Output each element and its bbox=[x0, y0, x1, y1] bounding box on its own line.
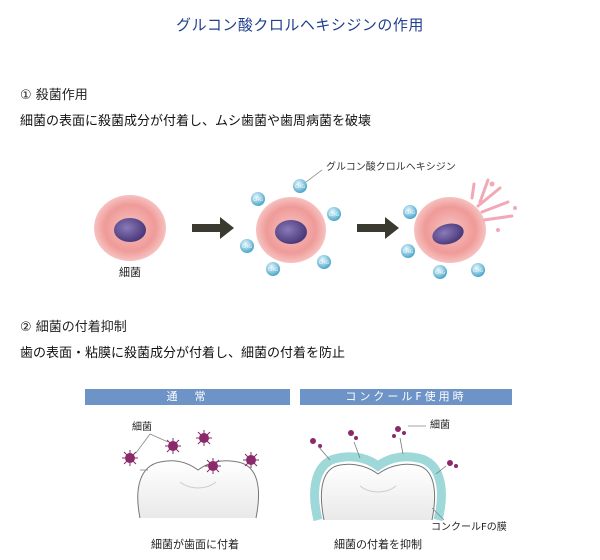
chg-molecule: CHG bbox=[403, 205, 417, 219]
svg-text:CHG: CHG bbox=[405, 210, 416, 216]
svg-text:CHG: CHG bbox=[295, 184, 306, 190]
page-title: グルコン酸クロルヘキシジンの作用 bbox=[176, 16, 424, 34]
svg-text:CHG: CHG bbox=[473, 268, 484, 274]
chg-molecule: CHG bbox=[251, 192, 265, 206]
chg-molecule: CHG bbox=[240, 239, 254, 253]
chg-molecule: CHG bbox=[471, 263, 485, 277]
svg-text:CHG: CHG bbox=[319, 260, 330, 266]
film-label: コンクールFの膜 bbox=[431, 521, 507, 533]
bacteria-spikes-left bbox=[122, 430, 259, 474]
chg-molecule: CHG bbox=[433, 265, 447, 279]
chg-molecule: CHG bbox=[401, 244, 415, 258]
arrow-right-icon bbox=[192, 217, 234, 239]
section1-heading: ① 殺菌作用 bbox=[20, 88, 88, 103]
bacteria-label-left: 細菌 bbox=[132, 420, 152, 433]
bacteria-cell-destroyed bbox=[414, 178, 517, 263]
section1-description: 細菌の表面に殺菌成分が付着し、ムシ歯菌や歯周病菌を破壊 bbox=[20, 114, 372, 129]
pointer-lines-right bbox=[408, 425, 445, 521]
svg-text:CHG: CHG bbox=[268, 267, 279, 273]
caption-normal: 細菌が歯面に付着 bbox=[151, 537, 239, 551]
bacteria-cell-1 bbox=[94, 195, 166, 261]
svg-text:CHG: CHG bbox=[403, 249, 414, 255]
sterilization-diagram: CHG CHG CHG CHG CHG CHG グルコン酸クロルヘキシジン CH… bbox=[94, 160, 517, 279]
chg-callout-line bbox=[305, 169, 323, 183]
chg-molecule: CHG bbox=[266, 262, 280, 276]
tooth-with-film bbox=[310, 452, 446, 522]
chg-molecule: CHG bbox=[317, 255, 331, 269]
section2-description: 歯の表面・粘膜に殺菌成分が付着し、細菌の付着を防止 bbox=[20, 346, 346, 361]
repel-arrows bbox=[317, 437, 447, 475]
svg-text:CHG: CHG bbox=[329, 212, 340, 218]
chg-molecule: CHG bbox=[293, 179, 307, 193]
bacteria-label-right: 細菌 bbox=[430, 418, 450, 431]
chg-label: グルコン酸クロルヘキシジン bbox=[326, 160, 456, 173]
panel-header-normal: 通 常 bbox=[85, 389, 290, 405]
caption-with-product: 細菌の付着を抑制 bbox=[334, 537, 422, 551]
panel-header-with-product: コンクールF使用時 bbox=[300, 389, 512, 405]
svg-text:CHG: CHG bbox=[435, 270, 446, 276]
arrow-right-icon bbox=[357, 217, 399, 239]
bacteria-pointer-lines-left bbox=[135, 433, 169, 471]
bacteria-label: 細菌 bbox=[119, 266, 141, 279]
adhesion-diagram: 細菌 細菌 コンクールFの膜 細菌が歯面に付着 細菌の付着を抑制 bbox=[122, 418, 507, 551]
section2-heading: ② 細菌の付着抑制 bbox=[20, 320, 127, 335]
tooth-normal bbox=[137, 460, 259, 519]
bacteria-group-right bbox=[310, 426, 458, 468]
svg-text:CHG: CHG bbox=[242, 244, 253, 250]
chg-molecule: CHG bbox=[327, 207, 341, 221]
svg-text:CHG: CHG bbox=[253, 197, 264, 203]
bacteria-cell-2 bbox=[256, 197, 326, 263]
